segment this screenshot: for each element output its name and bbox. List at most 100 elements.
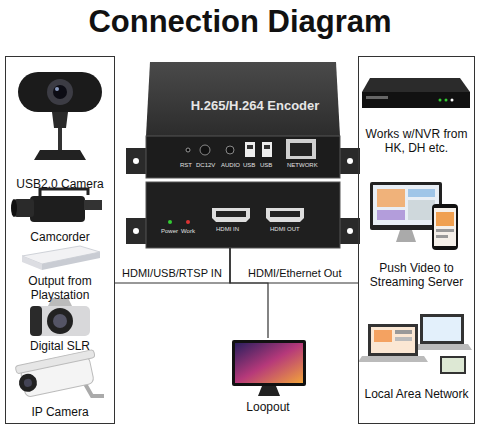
lan-icon [423,317,461,341]
device-panel: USB2.0 CameraCamcorderOutput from Playst… [5,56,115,424]
encoder-illustration [262,142,272,157]
streaming-icon [434,208,456,246]
node-label: Local Area Network [361,387,472,401]
port-label: USB [243,162,255,168]
encoder-device: H.265/H.264 Encoder [140,60,345,248]
lan-icon [368,324,418,356]
lan-icon [395,337,412,341]
port-label: USB [260,162,272,168]
encoder-illustration [290,143,312,156]
webcam-icon [18,72,102,160]
connector-line [230,248,268,338]
encoder-illustration [133,158,139,164]
port-label: HDMI OUT [270,226,300,232]
dslr-icon [30,306,42,336]
webcam-icon [34,150,86,160]
ip-camera-icon [15,349,95,373]
node-label: IP Camera [8,405,112,419]
node-label: Output from Playstation [8,274,112,303]
camcorder-icon [30,196,85,222]
nvr-icon [362,78,470,108]
encoder-illustration [216,211,246,217]
ip-camera-icon [23,378,32,387]
streaming-icon [377,189,405,207]
port-label: AUDIO [221,162,240,168]
streaming-icon [408,189,435,197]
encoder-illustration [168,220,172,224]
monitor-icon [235,343,303,383]
port-label: NETWORK [287,162,318,168]
lan-icon [374,330,392,342]
monitor-icon [258,386,280,396]
connector-line [115,248,230,283]
camcorder-icon [11,199,17,217]
encoder-illustration [247,145,253,149]
monitor-icon [232,340,306,396]
encoder-illustration [133,228,139,234]
ip-camera-icon [15,349,104,398]
lan-icon [358,356,428,362]
console-icon [42,252,100,270]
encoder-illustration [126,62,360,248]
encoder-illustration [270,211,300,217]
node-label: Works w/NVR from HK, DH etc. [361,127,472,156]
encoder-illustration [146,62,340,136]
encoder-illustration [245,142,255,157]
encoder-illustration [347,228,353,234]
node-label: USB2.0 Camera [8,177,112,191]
streaming-icon [377,210,405,220]
webcam-icon [47,79,73,105]
console-icon [22,246,100,270]
connector-label: HDMI/USB/RTSP IN [120,267,224,279]
port-label: DC12V [196,162,215,168]
node-label: Digital SLR [8,339,112,353]
dslr-icon [47,308,73,334]
lan-icon [412,344,472,350]
streaming-icon [436,229,454,232]
lan-icon [371,327,415,353]
nvr-icon [366,96,388,99]
nvr-icon [445,99,448,102]
streaming-icon [370,182,442,230]
webcam-icon [53,85,67,99]
encoder-illustration [146,182,340,248]
streaming-icon [436,212,454,226]
lan-icon [420,314,464,344]
port-label: HDMI IN [216,226,239,232]
encoder-illustration [186,148,190,152]
encoder-illustration [264,145,270,149]
device-panel: Works w/NVR from HK, DH etc.Push Video t… [358,56,475,424]
nvr-icon [439,99,442,102]
monitor-device: Loopout [228,338,310,418]
lan-icon [442,358,464,372]
webcam-icon [58,128,62,150]
dslr-icon [53,314,67,328]
port-label: Work [181,228,195,234]
webcam-icon [52,112,68,128]
ip-camera-icon [15,349,100,398]
nvr-icon [451,99,454,102]
streaming-icon [370,182,458,250]
lan-icon [358,314,472,374]
encoder-illustration [126,148,148,174]
dslr-icon [30,298,90,336]
encoder-illustration [338,148,360,174]
connector-line [230,248,358,283]
connector-label: HDMI/Ethernet Out [246,267,344,279]
encoder-illustration [226,146,234,154]
encoder-illustration [186,220,190,224]
encoder-illustration [126,218,148,244]
streaming-icon [432,204,458,250]
camcorder-icon [84,200,102,210]
camcorder-icon [11,189,102,222]
port-label: RST [180,162,192,168]
ip-camera-icon [17,372,38,393]
node-label: H.265/H.264 Encoder [170,98,340,114]
encoder-illustration [286,139,316,159]
console-icon [22,256,42,270]
encoder-illustration [266,208,304,222]
webcam-icon [55,87,59,91]
streaming-icon [408,200,435,220]
